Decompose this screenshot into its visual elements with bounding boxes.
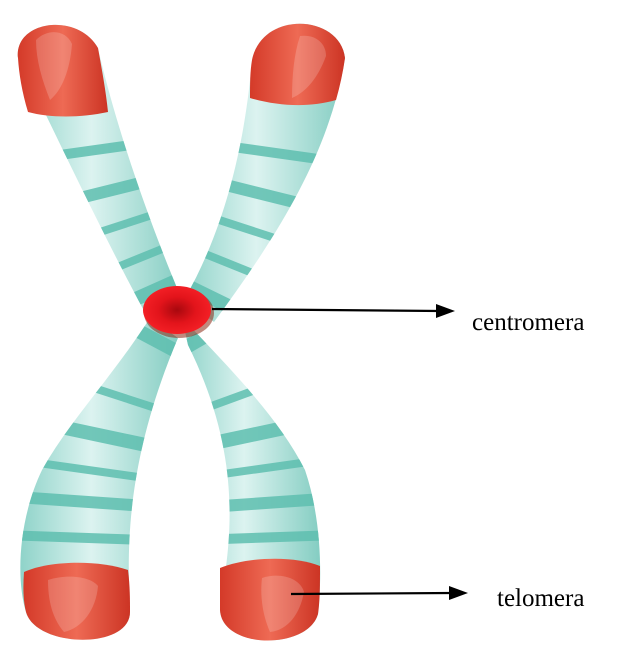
centromere-label: centromera [472,309,584,336]
telomere-label: telomera [497,585,584,612]
centromere-arrow [212,304,455,318]
lower-left-arm [0,288,250,639]
